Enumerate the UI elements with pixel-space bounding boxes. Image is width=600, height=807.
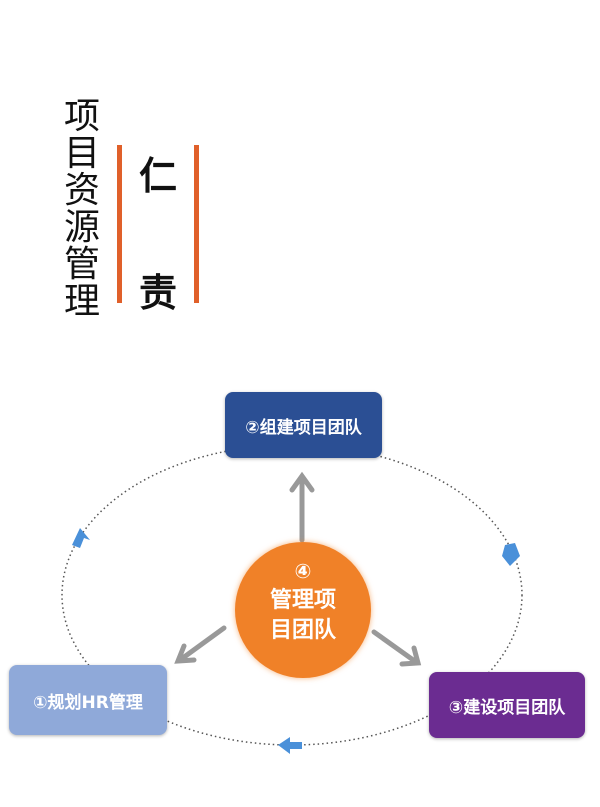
step2-box: ②组建项目团队 — [225, 392, 382, 458]
keyword-ze: 责 — [138, 271, 177, 315]
vertical-title: 项目资源管理 — [63, 96, 100, 322]
center-circle: ④ 管理项 目团队 — [235, 542, 371, 678]
keyword-ren: 仁 — [138, 154, 177, 198]
right-accent-bar — [194, 145, 199, 303]
cycle-arrow-left-icon — [278, 737, 302, 754]
step1-box: ①规划HR管理 — [9, 665, 167, 735]
cycle-arrow-down-icon — [502, 543, 520, 566]
step3-box: ③建设项目团队 — [429, 672, 585, 738]
center-number: ④ — [294, 559, 312, 583]
left-accent-bar — [117, 145, 122, 303]
center-line2: 目团队 — [269, 618, 336, 643]
center-arrows — [174, 471, 422, 667]
cycle-arrows — [72, 528, 520, 754]
arrow-up — [289, 471, 315, 543]
cycle-arrow-up-icon — [72, 528, 90, 548]
arrow-left — [174, 625, 227, 664]
center-line1: 管理项 — [269, 588, 336, 613]
arrow-right — [371, 629, 422, 667]
